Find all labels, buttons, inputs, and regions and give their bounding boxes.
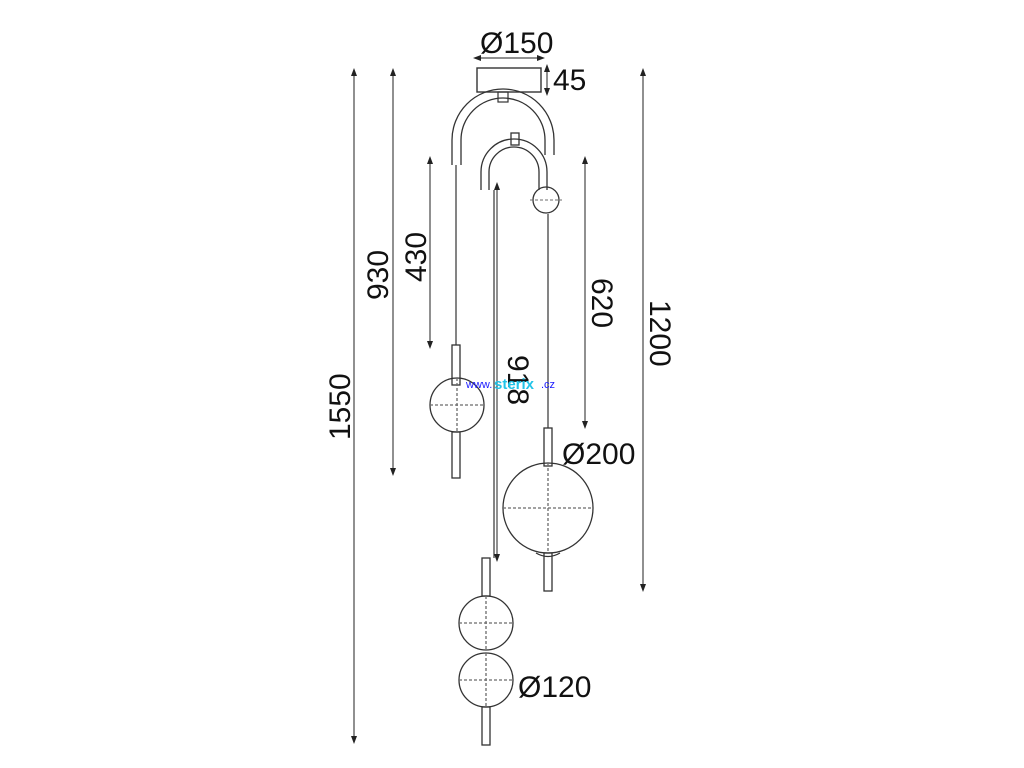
dimension-930: 930: [362, 68, 396, 476]
right-pendant: [502, 427, 594, 592]
dimension-1200: 1200: [640, 68, 676, 592]
middle-pendant: [458, 557, 514, 746]
dimension-canopy-diameter: Ø150: [473, 27, 553, 61]
watermark-prefix: www.: [465, 379, 492, 391]
left-pendant: [429, 344, 485, 479]
watermark-suffix: .cz: [541, 379, 555, 391]
canopy-height-label: 45: [553, 64, 586, 97]
drop-430-label: 430: [400, 232, 433, 282]
canopy-diameter-label: Ø150: [480, 27, 553, 60]
drop-1200-label: 1200: [643, 300, 676, 367]
top-small-globe: [530, 186, 562, 214]
dimension-canopy-height: 45: [544, 64, 586, 97]
watermark-brand: sterix: [494, 376, 535, 393]
total-height-label: 1550: [324, 373, 357, 440]
dimension-430: 430: [400, 156, 433, 349]
drop-918-label: 918: [501, 355, 534, 405]
drop-620-label: 620: [585, 278, 618, 328]
inner-arch: [480, 132, 548, 190]
dimension-918: 918: [494, 182, 534, 562]
dimension-620: 620: [582, 156, 618, 429]
globe-large-diameter-label: Ø200: [562, 438, 635, 471]
dimension-total-height: 1550: [324, 68, 357, 744]
watermark: www. sterix .cz: [465, 376, 555, 393]
canopy: [476, 67, 542, 103]
globe-small-diameter-label: Ø120: [518, 671, 591, 704]
drop-930-label: 930: [362, 250, 395, 300]
outer-arch: [451, 88, 555, 165]
